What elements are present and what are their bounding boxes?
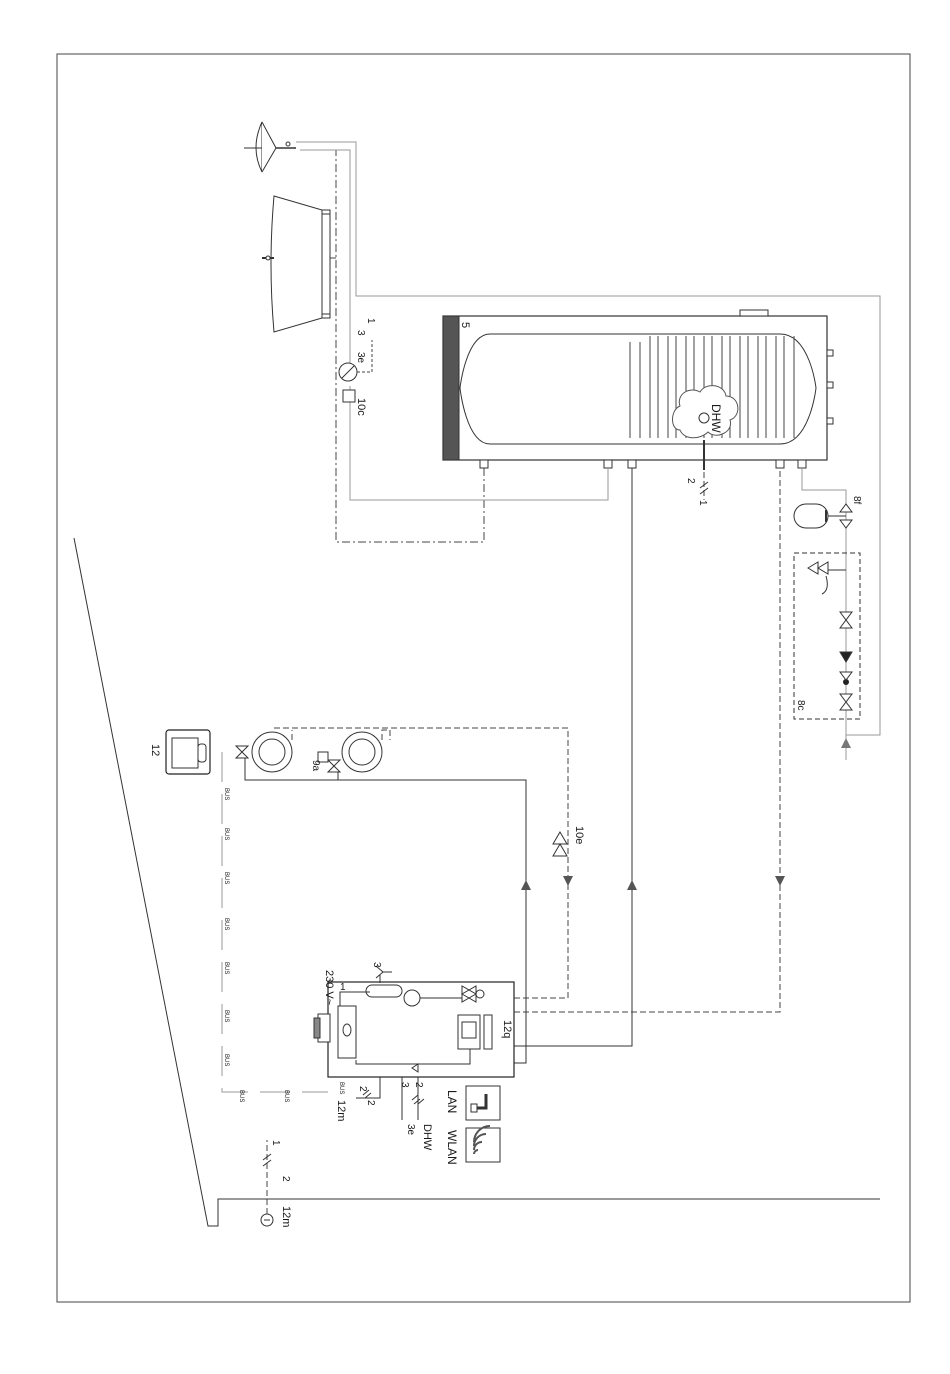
bus-cable [222, 752, 328, 1092]
dhw-label: DHW [709, 404, 723, 433]
bus-label-2: BUS [223, 828, 229, 840]
boiler-label: 1 [340, 982, 346, 993]
dhw-sensor-1-label: 1 [697, 500, 708, 506]
bus-label-4: BUS [223, 918, 229, 930]
circ-3e-label: 3e [355, 352, 366, 364]
power-label: 230 V~ [323, 970, 335, 1005]
safety-group-label: 8c [795, 700, 806, 711]
cylinder-label: 5 [459, 322, 471, 328]
lan-module [466, 1086, 500, 1120]
expansion-vessel [794, 504, 852, 528]
boiler-unit [314, 982, 514, 1077]
controller-internal-label: 12q [501, 1020, 513, 1038]
wlan-label: WLAN [445, 1130, 459, 1165]
valve-10e-label: 10e [573, 826, 585, 844]
dhw-cylinder [443, 310, 833, 470]
bus-label-8: BUS [238, 1090, 244, 1102]
cable-label-dhw: DHW [421, 1124, 433, 1151]
power-lines-label: 3 [371, 962, 382, 968]
dhw-sensor-icon [699, 413, 709, 423]
building-outline [74, 538, 880, 1226]
circulation-pump [339, 340, 372, 402]
cable-label-3: 3 [399, 1082, 410, 1088]
bus-label-9: BUS [283, 1090, 289, 1102]
cable-label-12m: 12m [335, 1100, 347, 1121]
circ-1-label: 1 [365, 318, 376, 324]
bathtub-icon [262, 196, 330, 332]
safety-group [794, 553, 860, 719]
cylinder-primary-lines [514, 462, 785, 1046]
bus-label-6: BUS [223, 1010, 229, 1022]
cable-label-3e: 3e [405, 1124, 416, 1136]
cable-label-2b: 2 [365, 1100, 376, 1106]
bus-label-1: BUS [223, 788, 229, 800]
cable-label-2c: 2 [413, 1082, 424, 1088]
lan-label: LAN [445, 1090, 459, 1113]
washbasin-icon [244, 122, 296, 172]
cable-label-2a: 2 [357, 1086, 368, 1092]
bus-label-10: BUS [338, 1082, 344, 1094]
outdoor-sensor-lines: 2 [280, 1176, 291, 1182]
circ-pump-label: 10c [355, 398, 367, 416]
power-supply [376, 966, 392, 983]
valve-9a-label: 9a [310, 760, 321, 772]
burner-flame-icon [343, 1024, 351, 1036]
room-controller [166, 730, 210, 774]
outdoor-sensor [261, 1140, 273, 1226]
bus-label-7: BUS [223, 1054, 229, 1066]
outdoor-sensor-label: 12m [280, 1206, 292, 1227]
bus-label-3: BUS [223, 872, 229, 884]
boiler-pump-icon [404, 990, 420, 1006]
circ-3-label: 3 [355, 330, 366, 336]
wlan-module [466, 1126, 500, 1162]
room-controller-label: 12 [149, 744, 161, 756]
outdoor-sensor-count: 1 [270, 1140, 281, 1146]
expansion-label: 8f [851, 496, 862, 505]
dhw-sensor-2-label: 2 [685, 478, 696, 484]
bus-label-5: BUS [223, 962, 229, 974]
